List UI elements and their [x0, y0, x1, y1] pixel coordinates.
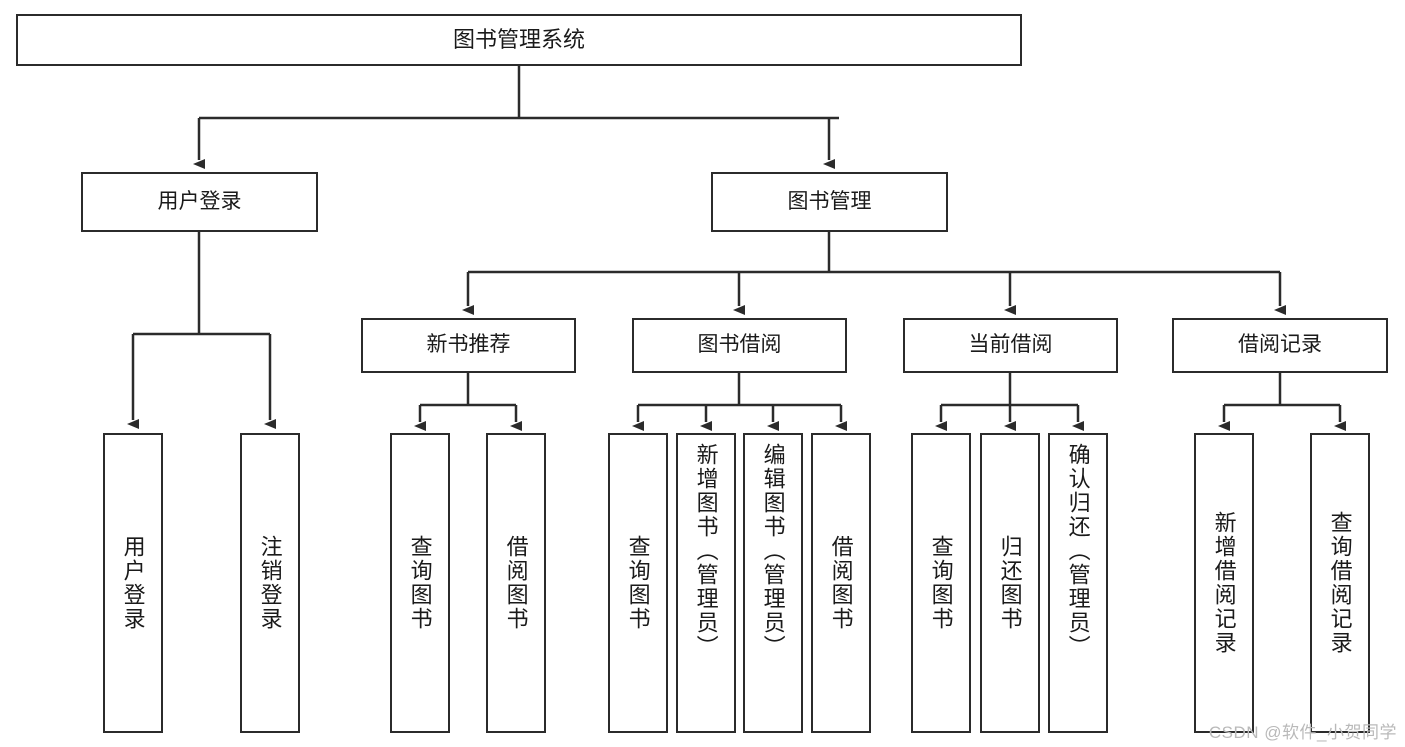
leaf-confirm-return-admin[interactable]: 确认归还（管理员）	[1048, 433, 1108, 733]
node-new-book-recommend[interactable]: 新书推荐	[361, 318, 576, 373]
node-current-borrow[interactable]: 当前借阅	[903, 318, 1118, 373]
leaf-user-login[interactable]: 用户登录	[103, 433, 163, 733]
csdn-watermark: CSDN @软件_小贺同学	[1208, 723, 1397, 742]
leaf-add-borrow-record[interactable]: 新增借阅记录	[1194, 433, 1254, 733]
node-root-system[interactable]: 图书管理系统	[16, 14, 1022, 66]
leaf-borrow-book-recommend[interactable]: 借阅图书	[486, 433, 546, 733]
leaf-return-book[interactable]: 归还图书	[980, 433, 1040, 733]
node-book-borrow[interactable]: 图书借阅	[632, 318, 847, 373]
node-book-manage[interactable]: 图书管理	[711, 172, 948, 232]
leaf-query-book-recommend[interactable]: 查询图书	[390, 433, 450, 733]
leaf-query-borrow-record[interactable]: 查询借阅记录	[1310, 433, 1370, 733]
leaf-add-book-admin[interactable]: 新增图书（管理员）	[676, 433, 736, 733]
leaf-edit-book-admin[interactable]: 编辑图书（管理员）	[743, 433, 803, 733]
node-user-login[interactable]: 用户登录	[81, 172, 318, 232]
leaf-borrow-book-borrow[interactable]: 借阅图书	[811, 433, 871, 733]
leaf-query-book-borrow[interactable]: 查询图书	[608, 433, 668, 733]
node-borrow-record[interactable]: 借阅记录	[1172, 318, 1388, 373]
leaf-user-logout[interactable]: 注销登录	[240, 433, 300, 733]
leaf-query-book-current[interactable]: 查询图书	[911, 433, 971, 733]
